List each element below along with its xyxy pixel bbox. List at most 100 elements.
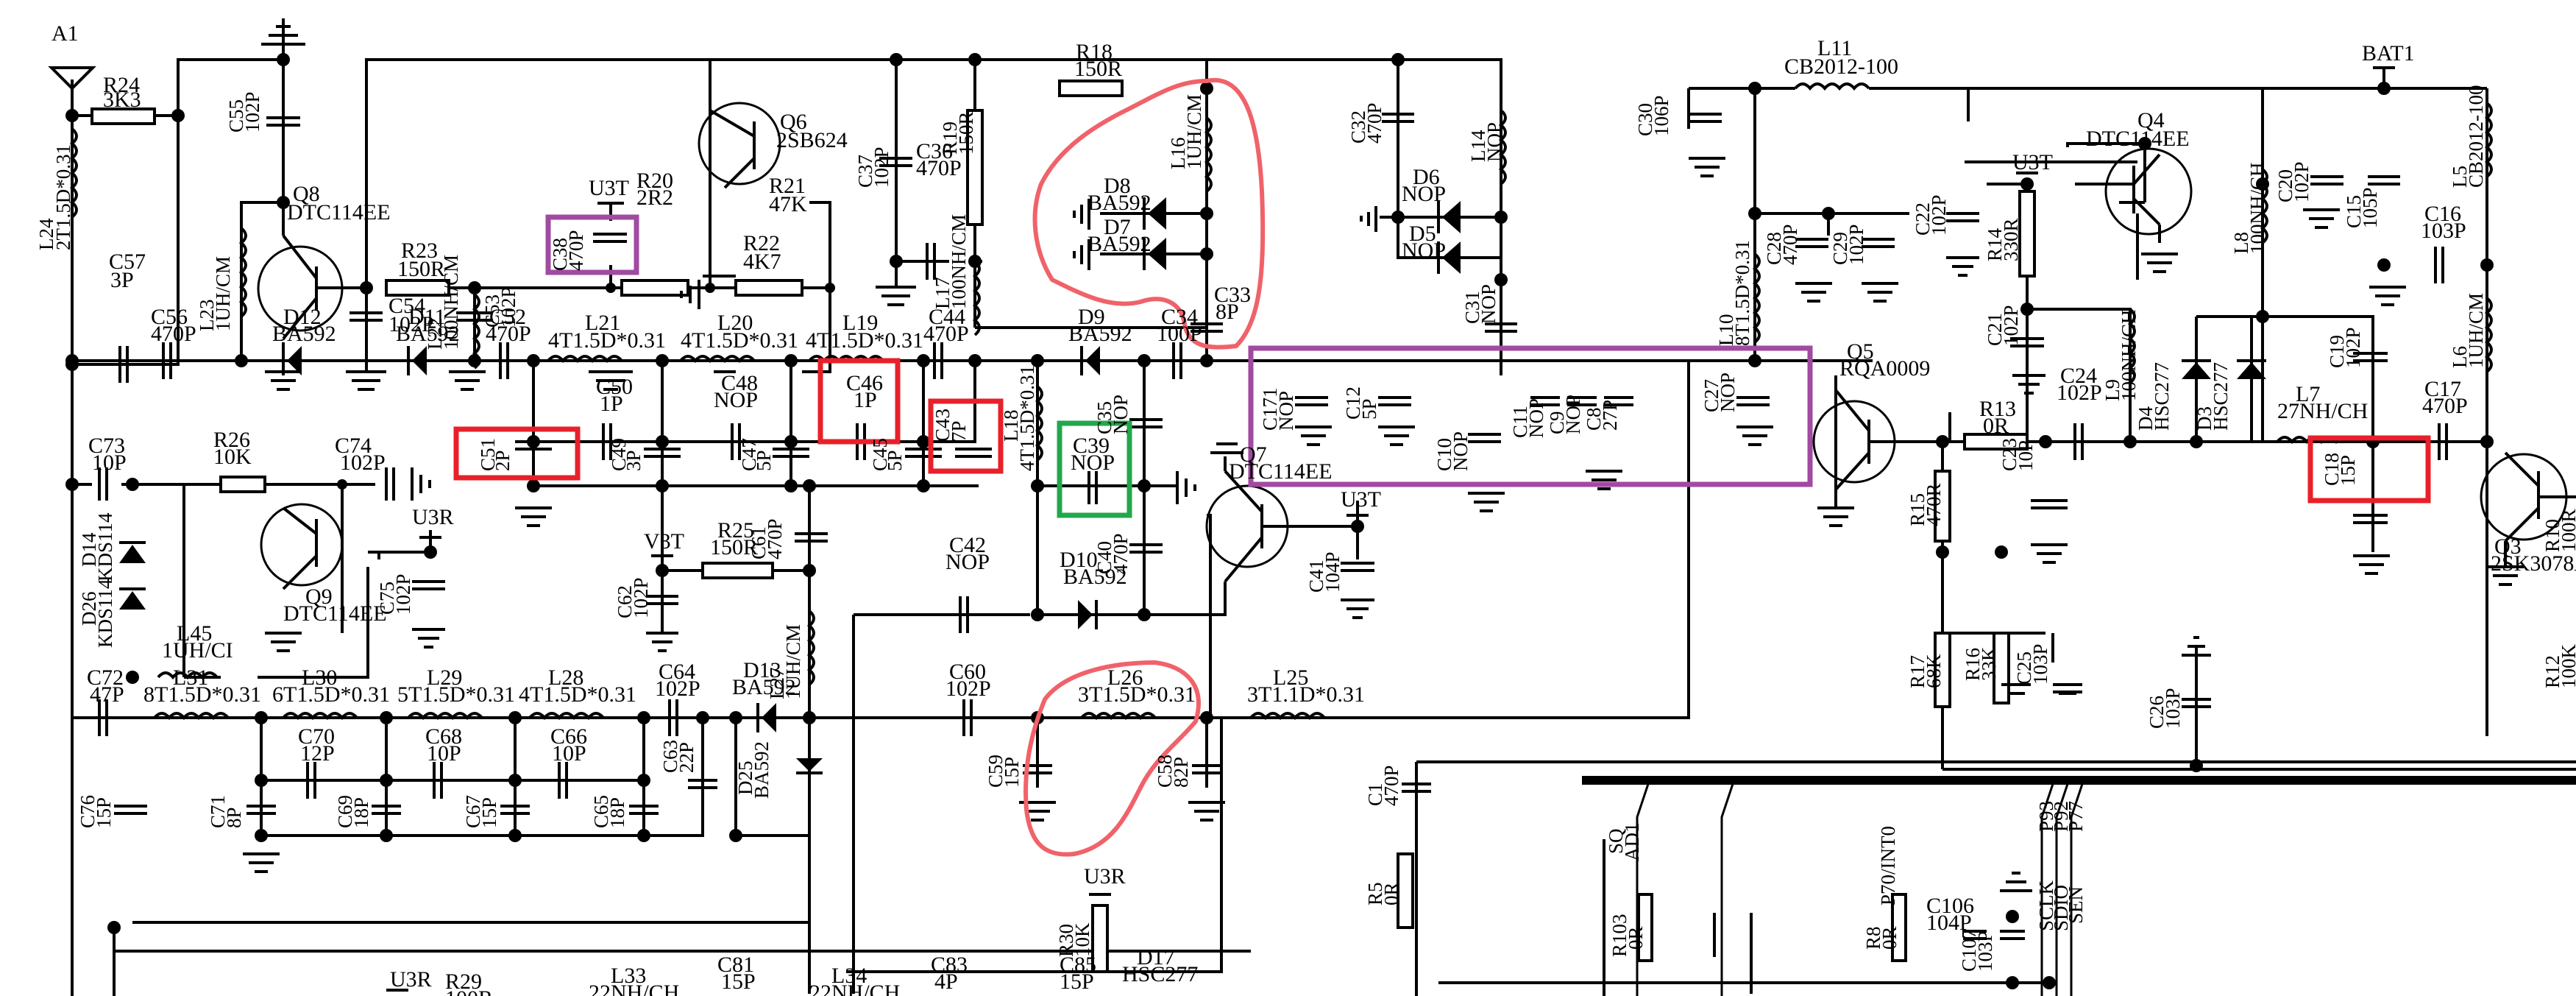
inductor-L9 — [2127, 308, 2136, 384]
resistor-R25 — [701, 562, 774, 579]
svg-text:L25: L25 — [1273, 665, 1308, 690]
inductor-L26 — [1080, 712, 1157, 721]
svg-text:68K: 68K — [1923, 654, 1945, 688]
svg-text:C29: C29 — [1829, 232, 1851, 265]
diode-D26 — [119, 587, 146, 610]
cap-C66 — [558, 762, 568, 799]
svg-text:L26: L26 — [1107, 665, 1143, 690]
svg-text:NOP: NOP — [1483, 122, 1505, 162]
cap-C28 — [1795, 238, 1828, 248]
svg-text:102P: 102P — [1928, 194, 1950, 236]
svg-text:DTC114EE: DTC114EE — [2086, 127, 2190, 151]
svg-text:4T1.5D*0.31: 4T1.5D*0.31 — [519, 682, 636, 707]
transistors — [257, 102, 2576, 590]
cap-C44 — [933, 342, 943, 379]
svg-text:7P: 7P — [948, 420, 970, 442]
svg-text:BA592: BA592 — [1087, 191, 1152, 215]
svg-text:D13: D13 — [743, 658, 781, 682]
resistor-R23 — [385, 279, 450, 297]
svg-text:C52: C52 — [489, 305, 526, 329]
cap-C47 — [773, 448, 809, 458]
diode-D25 — [796, 758, 823, 774]
svg-text:C72: C72 — [87, 665, 124, 690]
resistor-R14 — [2018, 190, 2036, 278]
svg-text:105P: 105P — [2359, 187, 2381, 228]
svg-text:L7: L7 — [2296, 382, 2320, 406]
cap-C34 — [1172, 342, 1182, 379]
svg-text:SCLK: SCLK — [2035, 880, 2057, 931]
svg-text:2P: 2P — [492, 450, 514, 471]
svg-text:BA592: BA592 — [751, 741, 773, 799]
inductor-L24 — [69, 127, 78, 219]
resistor-R8 — [1891, 893, 1907, 962]
red-box-C46 — [817, 358, 901, 445]
svg-text:R23: R23 — [401, 239, 438, 263]
svg-text:15P: 15P — [1060, 969, 1094, 994]
svg-text:103P: 103P — [2421, 219, 2466, 243]
svg-text:C73: C73 — [88, 434, 125, 458]
cap-C33 — [1191, 322, 1223, 333]
svg-text:R8: R8 — [1862, 926, 1884, 950]
svg-text:R16: R16 — [1962, 648, 1984, 681]
diode-D11 — [407, 346, 427, 375]
svg-text:470P: 470P — [764, 518, 786, 559]
svg-text:C26: C26 — [2146, 696, 2168, 729]
svg-text:150R: 150R — [1074, 57, 1122, 81]
inductor-L31 — [153, 712, 230, 721]
antenna-icon — [48, 66, 96, 91]
svg-text:L18: L18 — [1000, 410, 1022, 442]
svg-text:Q7: Q7 — [1240, 442, 1267, 467]
svg-text:NOP: NOP — [1110, 395, 1132, 434]
diode-D14 — [119, 541, 146, 563]
svg-text:10P: 10P — [427, 741, 461, 766]
svg-text:10K: 10K — [1071, 922, 1093, 957]
svg-text:470P: 470P — [151, 322, 196, 346]
svg-text:C28: C28 — [1763, 232, 1785, 265]
inductor-L17 — [972, 260, 981, 336]
cap-C73 — [98, 467, 108, 501]
svg-text:C18: C18 — [2321, 453, 2343, 486]
diode-D13 — [756, 703, 776, 732]
svg-text:NOP: NOP — [1477, 284, 1500, 324]
inductor-L8 — [2260, 168, 2268, 244]
svg-text:U3T: U3T — [2012, 150, 2053, 174]
svg-text:100R: 100R — [445, 986, 493, 996]
svg-text:102P: 102P — [655, 677, 700, 701]
svg-text:1UH/CM: 1UH/CM — [212, 256, 234, 331]
svg-text:C34: C34 — [1161, 305, 1198, 329]
svg-text:C45: C45 — [869, 438, 891, 471]
svg-text:R20: R20 — [636, 169, 673, 193]
svg-text:U3R: U3R — [390, 967, 432, 992]
cap-C27 — [1736, 396, 1770, 406]
svg-text:10P: 10P — [552, 741, 586, 766]
purple-box-C38 — [545, 214, 639, 275]
svg-text:103P: 103P — [2162, 688, 2184, 729]
svg-text:1P: 1P — [854, 388, 877, 412]
svg-text:C85: C85 — [1060, 953, 1096, 977]
svg-text:C63: C63 — [659, 740, 681, 773]
svg-text:C62: C62 — [614, 585, 636, 618]
svg-text:L34: L34 — [831, 964, 867, 988]
svg-text:2SB624: 2SB624 — [776, 128, 848, 152]
svg-text:10P: 10P — [2015, 440, 2037, 471]
cap-C74 — [385, 467, 395, 501]
labels: R24 3K3 L24 2T1.5D*0.31 C57 3P C55 102P … — [35, 36, 2576, 996]
svg-text:DTC114EE: DTC114EE — [1229, 459, 1333, 484]
cap-C17 — [2438, 423, 2448, 460]
svg-text:1UH/CI: 1UH/CI — [162, 638, 233, 663]
svg-text:DTC114EE: DTC114EE — [287, 200, 391, 225]
svg-text:R24: R24 — [103, 73, 140, 97]
cap-C24 — [2073, 423, 2084, 460]
svg-text:C60: C60 — [949, 660, 986, 684]
cap-C38 — [593, 233, 627, 243]
red-box-C51 — [453, 426, 581, 481]
svg-text:C32: C32 — [1347, 110, 1369, 144]
svg-text:470P: 470P — [1363, 102, 1385, 144]
svg-text:4T1.5D*0.31: 4T1.5D*0.31 — [681, 328, 798, 353]
inductor-L23 — [238, 227, 247, 318]
diode-D6 — [1437, 201, 1461, 233]
resistor-R15 — [1934, 470, 1951, 543]
cap-C56 — [162, 342, 172, 379]
svg-text:BA592: BA592 — [1068, 322, 1132, 346]
svg-text:8P: 8P — [1216, 300, 1239, 324]
